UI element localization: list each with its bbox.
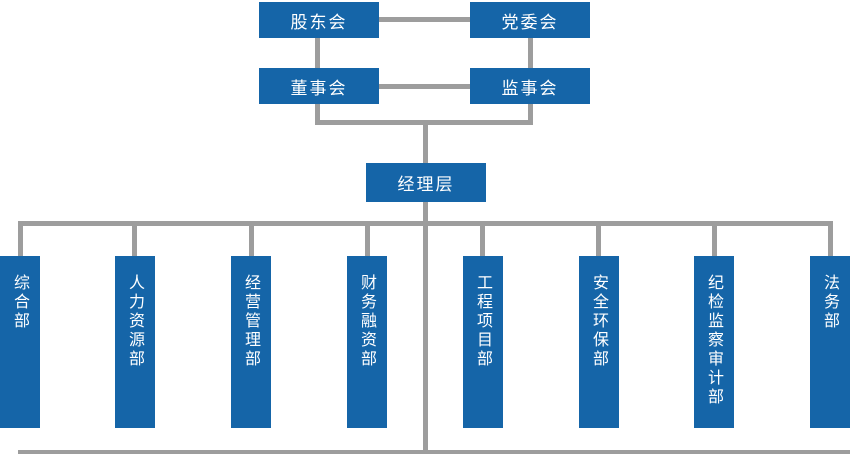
dept-discipline-audit: 纪检监察审计部 [694, 256, 734, 428]
drop-line-dept-6 [596, 226, 601, 256]
node-management: 经理层 [366, 163, 486, 202]
connector-row2-horizontal [379, 84, 470, 89]
dept-label: 综合部 [11, 274, 30, 331]
node-party-committee: 党委会 [470, 2, 590, 38]
connector-left-vertical-1 [315, 37, 320, 68]
node-label: 监事会 [501, 78, 559, 99]
drop-line-dept-5 [480, 226, 485, 256]
node-label: 经理层 [397, 175, 455, 195]
bottom-rail-line [18, 450, 850, 454]
dept-general: 综合部 [0, 256, 40, 428]
connector-right-vertical-2 [528, 104, 533, 125]
dept-label: 财务融资部 [358, 274, 377, 369]
drop-line-dept-1 [18, 226, 23, 256]
drop-line-dept-4 [365, 226, 370, 256]
drop-line-dept-8 [828, 226, 833, 256]
node-board-of-directors: 董事会 [259, 68, 379, 104]
node-shareholders-meeting: 股东会 [259, 2, 379, 38]
dept-label: 经营管理部 [242, 274, 261, 369]
dept-label: 纪检监察审计部 [705, 274, 724, 407]
dept-label: 工程项目部 [474, 274, 493, 369]
connector-bracket-horizontal [315, 120, 533, 125]
drop-line-dept-3 [249, 226, 254, 256]
dept-label: 安全环保部 [590, 274, 609, 369]
dept-label: 法务部 [821, 274, 840, 331]
dept-operations-management: 经营管理部 [231, 256, 271, 428]
dept-human-resources: 人力资源部 [115, 256, 155, 428]
connector-right-vertical-1 [528, 37, 533, 68]
connector-distribution-horizontal [18, 221, 833, 226]
drop-line-dept-2 [132, 226, 137, 256]
connector-center-vertical-top [423, 125, 428, 163]
dept-safety-environment: 安全环保部 [579, 256, 619, 428]
dept-finance-financing: 财务融资部 [347, 256, 387, 428]
dept-legal: 法务部 [810, 256, 850, 428]
node-label: 股东会 [290, 12, 348, 33]
node-label: 党委会 [501, 12, 559, 33]
dept-label: 人力资源部 [126, 274, 145, 369]
connector-top-horizontal [379, 17, 470, 22]
connector-center-vertical-bottom [423, 202, 428, 450]
node-label: 董事会 [290, 78, 348, 99]
connector-left-vertical-2 [315, 104, 320, 125]
dept-engineering-projects: 工程项目部 [463, 256, 503, 428]
node-supervisory-board: 监事会 [470, 68, 590, 104]
drop-line-dept-7 [712, 226, 717, 256]
